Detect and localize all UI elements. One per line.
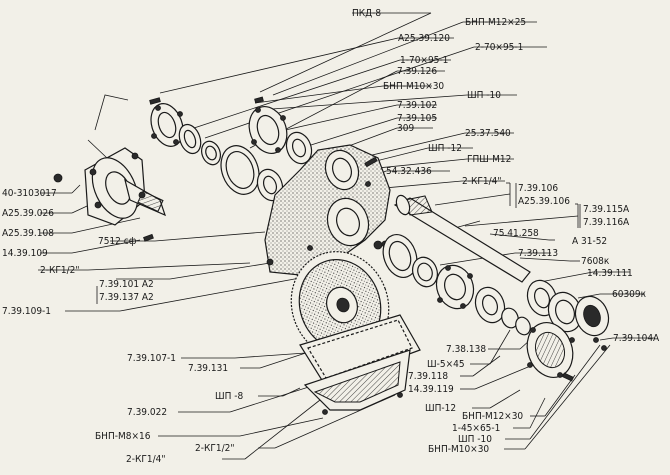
label-pkd8: ПКД-8	[352, 8, 381, 19]
label-7-38-138: 7.38.138	[446, 344, 486, 355]
label-1-70x95-1: 1-70×95-1	[400, 55, 448, 66]
label-7-39-106: 7.39.106	[518, 183, 558, 194]
label-bnp-m10x30-top: БНП-М10×30	[383, 81, 444, 92]
pinion-shaft-part	[373, 194, 531, 283]
label-7-39-113: 7.39.113	[518, 248, 558, 259]
label-bnp-m12x25: БНП-М12×25	[465, 17, 526, 28]
label-7-39-104a: 7.39.104А	[613, 333, 660, 344]
label-7-39-126: 7.39.126	[397, 66, 437, 77]
label-7512-sf: 7512 сф	[98, 236, 137, 247]
label-shp12b: ШП-12	[425, 403, 456, 414]
flange-shaft-part	[53, 147, 166, 242]
label-bnp-m10x30-bottom: БНП-М10×30	[428, 444, 489, 455]
label-gpsh-m12: ГПШ-М12	[467, 154, 511, 165]
label-7-39-105: 7.39.105	[397, 113, 437, 124]
label-a31-52: А 31-52	[572, 236, 607, 247]
label-sh5x45: Ш-5×45	[427, 359, 465, 370]
label-bnp-m8x16: БНП-М8×16	[95, 431, 151, 442]
label-7-39-101a2: 7.39.101 А2	[99, 279, 154, 290]
label-54-32-436: 54.32.436	[386, 166, 432, 177]
label-a25-39-106: А25.39.106	[518, 196, 570, 207]
bearing-cap-part	[248, 96, 313, 202]
label-7-39-116a: 7.39.116А	[583, 217, 630, 228]
label-7-39-131: 7.39.131	[188, 363, 228, 374]
part-labels: ПКД-8 БНП-М12×25 А25.39.120 2-70×95-1 1-…	[2, 8, 660, 465]
label-7-39-137a2: 7.39.137 А2	[99, 292, 154, 303]
label-kg1-2-bottom: 2-КГ1/2"	[195, 443, 234, 454]
label-shp10-bottom: ШП -10	[458, 434, 492, 445]
gearbox-housing	[264, 144, 391, 276]
label-shp8: ШП -8	[215, 391, 243, 402]
label-a25-39-120: А25.39.120	[398, 33, 450, 44]
label-shp10-top: ШП -10	[467, 90, 501, 101]
label-a25-39-108: А25.39.108	[2, 228, 54, 239]
label-40-3103017: 40-3103017	[2, 188, 57, 199]
leader-lines	[38, 12, 655, 460]
label-7-39-109-1: 7.39.109-1	[2, 306, 51, 317]
seal-ring-part	[382, 234, 438, 288]
label-7-39-102: 7.39.102	[397, 100, 437, 111]
large-gear-part	[290, 251, 390, 359]
label-14-39-111: 14.39.111	[587, 268, 633, 279]
label-25-37-540: 25.37.540	[465, 128, 511, 139]
bearing-housing-part	[435, 264, 531, 336]
label-7-39-022: 7.39.022	[127, 407, 167, 418]
label-a25-39-026: А25.39.026	[2, 208, 54, 219]
label-14-39-109: 14.39.109	[2, 248, 48, 259]
label-kg1-2-left: 2-КГ1/2"	[40, 265, 79, 276]
label-7-39-115a: 7.39.115А	[583, 204, 630, 215]
cover-seal-part	[149, 97, 260, 195]
label-75-41-258: 75.41.258	[493, 228, 539, 239]
label-kg1-4-bottom: 2-КГ1/4"	[126, 454, 165, 465]
label-309: 309	[397, 123, 414, 134]
end-cap-part	[526, 279, 610, 382]
label-7-39-107-1: 7.39.107-1	[127, 353, 176, 364]
label-7-39-118: 7.39.118	[408, 371, 448, 382]
oil-pan-part	[299, 314, 421, 415]
label-kg1-4-top: 2-КГ1/4"	[462, 176, 501, 187]
label-7608k: 7608к	[581, 256, 610, 267]
label-60309k: 60309к	[612, 289, 647, 300]
label-14-39-119: 14.39.119	[408, 384, 454, 395]
label-bnp-m12x30: БНП-М12×30	[462, 411, 523, 422]
label-shp12: ШП -12	[428, 143, 462, 154]
label-1-45x65-1: 1-45×65-1	[452, 423, 500, 434]
label-2-70x95-1: 2-70×95-1	[475, 42, 523, 53]
